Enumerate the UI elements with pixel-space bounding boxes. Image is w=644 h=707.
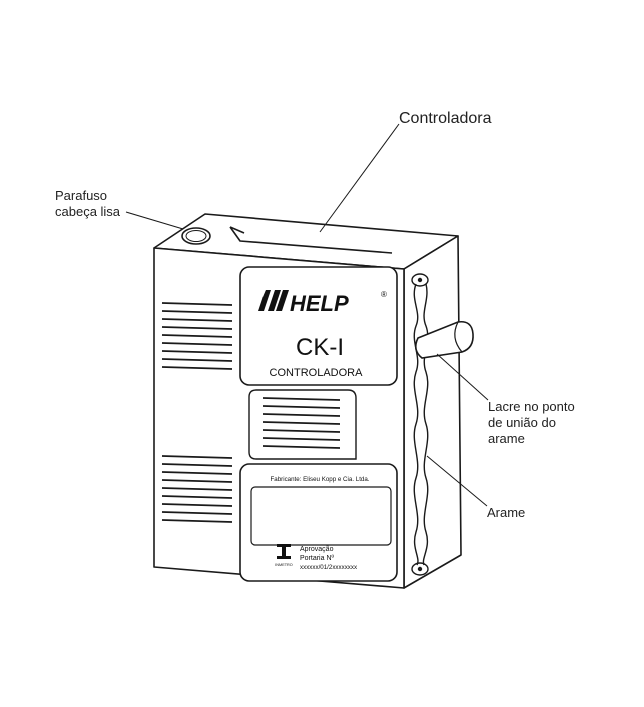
- box-right-face: [403, 235, 462, 589]
- manufacturer-text: Fabricante: Eliseu Kopp e Cia. Ltda.: [270, 476, 369, 483]
- inmetro-label: INMETRO: [275, 563, 293, 567]
- top-ridge-edge: [229, 226, 245, 234]
- model-name: CK-I: [296, 334, 344, 361]
- approval-line-3: xxxxxx/01/2xxxxxxxx: [300, 564, 358, 571]
- wire-strand-b: [422, 283, 429, 566]
- approval-line-2: Portaria Nº: [300, 555, 335, 562]
- callout-lines: [125, 123, 489, 507]
- front-panels: [239, 266, 398, 582]
- label-parafuso-2: cabeça lisa: [55, 204, 121, 219]
- vent-slots: [161, 302, 341, 523]
- wire-strand-a: [413, 283, 419, 566]
- help-logo-icon: [258, 290, 289, 311]
- registered-mark: ®: [381, 290, 387, 299]
- label-lacre-3: arame: [488, 431, 525, 446]
- center-vents: [262, 397, 341, 449]
- screw-icon: [181, 227, 211, 245]
- parafuso-leader: [125, 211, 184, 230]
- left-lower-vents: [161, 455, 233, 523]
- label-lacre-1: Lacre no ponto: [488, 399, 575, 414]
- wire-assembly: [411, 273, 474, 576]
- brand-name: HELP: [290, 291, 349, 316]
- panel-subtitle: CONTROLADORA: [270, 367, 364, 379]
- label-lacre-2: de união do: [488, 415, 556, 430]
- lead-seal: [414, 320, 474, 359]
- arame-leader: [426, 455, 488, 507]
- left-upper-vents: [161, 302, 233, 370]
- label-controladora: Controladora: [399, 110, 492, 127]
- label-parafuso-1: Parafuso: [55, 188, 107, 203]
- inmetro-icon: [277, 544, 291, 559]
- approval-line-1: Aprovação: [300, 546, 334, 553]
- controladora-leader: [319, 123, 400, 233]
- brand-panel: [239, 266, 398, 386]
- label-arame: Arame: [487, 505, 525, 520]
- top-ridge: [229, 226, 393, 254]
- manufacturer-box: [250, 486, 392, 546]
- lead-seal-face: [454, 321, 463, 353]
- lacre-leader: [436, 353, 489, 401]
